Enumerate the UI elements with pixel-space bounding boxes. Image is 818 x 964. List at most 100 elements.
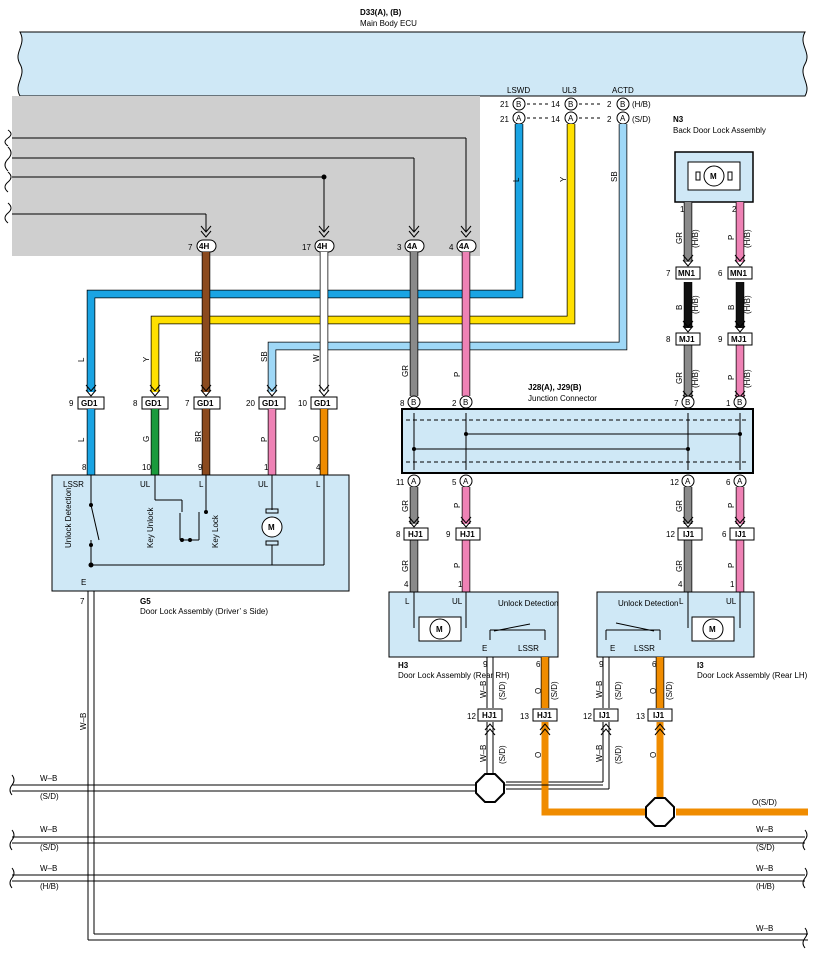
wire-y-yellow: [150, 124, 576, 392]
svg-text:B: B: [675, 305, 684, 310]
svg-text:(S/D): (S/D): [614, 681, 623, 700]
g5-code: G5: [140, 597, 151, 606]
svg-text:HJ1: HJ1: [460, 530, 475, 539]
svg-text:8: 8: [82, 463, 87, 472]
svg-text:14: 14: [551, 115, 560, 124]
splice-wb: [475, 773, 505, 803]
svg-text:Unlock Detection: Unlock Detection: [618, 599, 678, 608]
svg-text:6: 6: [652, 660, 657, 669]
svg-text:E: E: [81, 578, 86, 587]
svg-text:13: 13: [636, 712, 645, 721]
g5-assembly: LSSR UL L UL L E: [51, 474, 350, 592]
svg-text:3: 3: [397, 243, 402, 252]
svg-text:1: 1: [264, 463, 269, 472]
n3-assembly: M: [674, 151, 754, 203]
svg-text:8: 8: [666, 335, 671, 344]
svg-text:4A: 4A: [459, 242, 469, 251]
g5-name: Door Lock Assembly (Driver’ s Side): [140, 607, 268, 616]
svg-text:GR: GR: [401, 500, 410, 512]
svg-text:9: 9: [446, 530, 451, 539]
svg-text:IJ1: IJ1: [683, 530, 695, 539]
svg-text:W–B: W–B: [479, 681, 488, 698]
svg-text:O: O: [312, 436, 321, 442]
svg-text:(S/D): (S/D): [498, 745, 507, 764]
svg-text:M: M: [268, 523, 275, 532]
svg-text:10: 10: [298, 399, 307, 408]
svg-text:L: L: [679, 597, 684, 606]
ecu-code: D33(A), (B): [360, 8, 402, 17]
svg-text:A: A: [737, 477, 743, 486]
svg-text:IJ1: IJ1: [599, 711, 611, 720]
svg-text:MJ1: MJ1: [731, 335, 747, 344]
svg-text:9: 9: [69, 399, 74, 408]
svg-text:O: O: [649, 752, 658, 758]
svg-text:M: M: [710, 172, 717, 181]
svg-text:W–B: W–B: [756, 864, 773, 873]
svg-text:GR: GR: [675, 372, 684, 384]
ecu-internal-lines: [4, 129, 467, 232]
svg-text:BR: BR: [194, 431, 203, 442]
upper-wire-labels: L Y SB L Y BR SB W GR P: [77, 171, 619, 377]
svg-text:(H/B): (H/B): [743, 369, 752, 388]
ij1-top-connectors: 12 IJ1 6 IJ1: [666, 527, 755, 541]
svg-text:7: 7: [188, 243, 193, 252]
n3-pin-2: 2: [732, 205, 737, 214]
svg-text:P: P: [453, 563, 462, 568]
svg-text:E: E: [610, 644, 615, 653]
svg-text:UL: UL: [258, 480, 269, 489]
h3-i3-top-pins: 4 1 4 1: [404, 580, 735, 589]
svg-text:GD1: GD1: [262, 399, 279, 408]
svg-text:L: L: [316, 480, 321, 489]
jc-top-pins: 8 B 2 B 7 B 1 B: [400, 395, 747, 409]
svg-text:7: 7: [185, 399, 190, 408]
svg-text:W–B: W–B: [40, 864, 57, 873]
gd1-arrows: [85, 384, 330, 397]
jc-box: [401, 408, 754, 474]
svg-text:P: P: [453, 372, 462, 377]
svg-text:BR: BR: [194, 351, 203, 362]
ecu-term-actd: ACTD: [612, 86, 634, 95]
ecu-gray-zone: [12, 96, 480, 256]
svg-text:9: 9: [718, 335, 723, 344]
svg-text:(H/B): (H/B): [756, 882, 775, 891]
svg-text:P: P: [727, 375, 736, 380]
wire-sb-lightblue: [267, 124, 628, 392]
svg-text:B: B: [568, 100, 573, 109]
svg-text:Key Unlock: Key Unlock: [146, 507, 155, 548]
svg-text:4: 4: [404, 580, 409, 589]
svg-text:1: 1: [458, 580, 463, 589]
svg-text:(S/D): (S/D): [550, 681, 559, 700]
svg-text:A: A: [516, 114, 522, 123]
svg-text:L: L: [405, 597, 410, 606]
svg-text:4A: 4A: [407, 242, 417, 251]
svg-text:E: E: [482, 644, 487, 653]
svg-text:P: P: [727, 235, 736, 240]
svg-text:6: 6: [718, 269, 723, 278]
svg-text:10: 10: [142, 463, 151, 472]
svg-text:GD1: GD1: [81, 399, 98, 408]
svg-text:LSSR: LSSR: [518, 644, 539, 653]
h3-assembly: L UL E LSSR Unlock Detection M: [388, 591, 559, 658]
wires-n3: [683, 202, 745, 398]
svg-text:MN1: MN1: [678, 269, 695, 278]
svg-text:A: A: [463, 477, 469, 486]
svg-text:Y: Y: [559, 176, 568, 182]
lower-g5-wire-labels: L G BR P O: [77, 431, 321, 442]
splice-orange: [645, 797, 675, 827]
wires-gd1-g5: [86, 409, 329, 475]
svg-text:(H/B): (H/B): [691, 295, 700, 314]
mj1-connectors: 8 MJ1 9 MJ1: [666, 332, 753, 346]
i3-assembly: L UL E LSSR Unlock Detection M: [596, 591, 755, 658]
svg-text:1: 1: [726, 399, 731, 408]
jc-bottom-pins: 11 A 5 A 12 A 6 A: [396, 474, 747, 488]
svg-text:LSSR: LSSR: [634, 644, 655, 653]
ecu-body: [17, 31, 808, 97]
svg-text:4: 4: [678, 580, 683, 589]
svg-text:W–B: W–B: [756, 825, 773, 834]
svg-text:4: 4: [449, 243, 454, 252]
svg-text:13: 13: [520, 712, 529, 721]
ecu-pins: 21 B 14 B 2 B (H/B) 21 A 14 A 2 A (S/D): [500, 97, 651, 125]
svg-text:W–B: W–B: [40, 774, 57, 783]
svg-text:UL: UL: [452, 597, 463, 606]
